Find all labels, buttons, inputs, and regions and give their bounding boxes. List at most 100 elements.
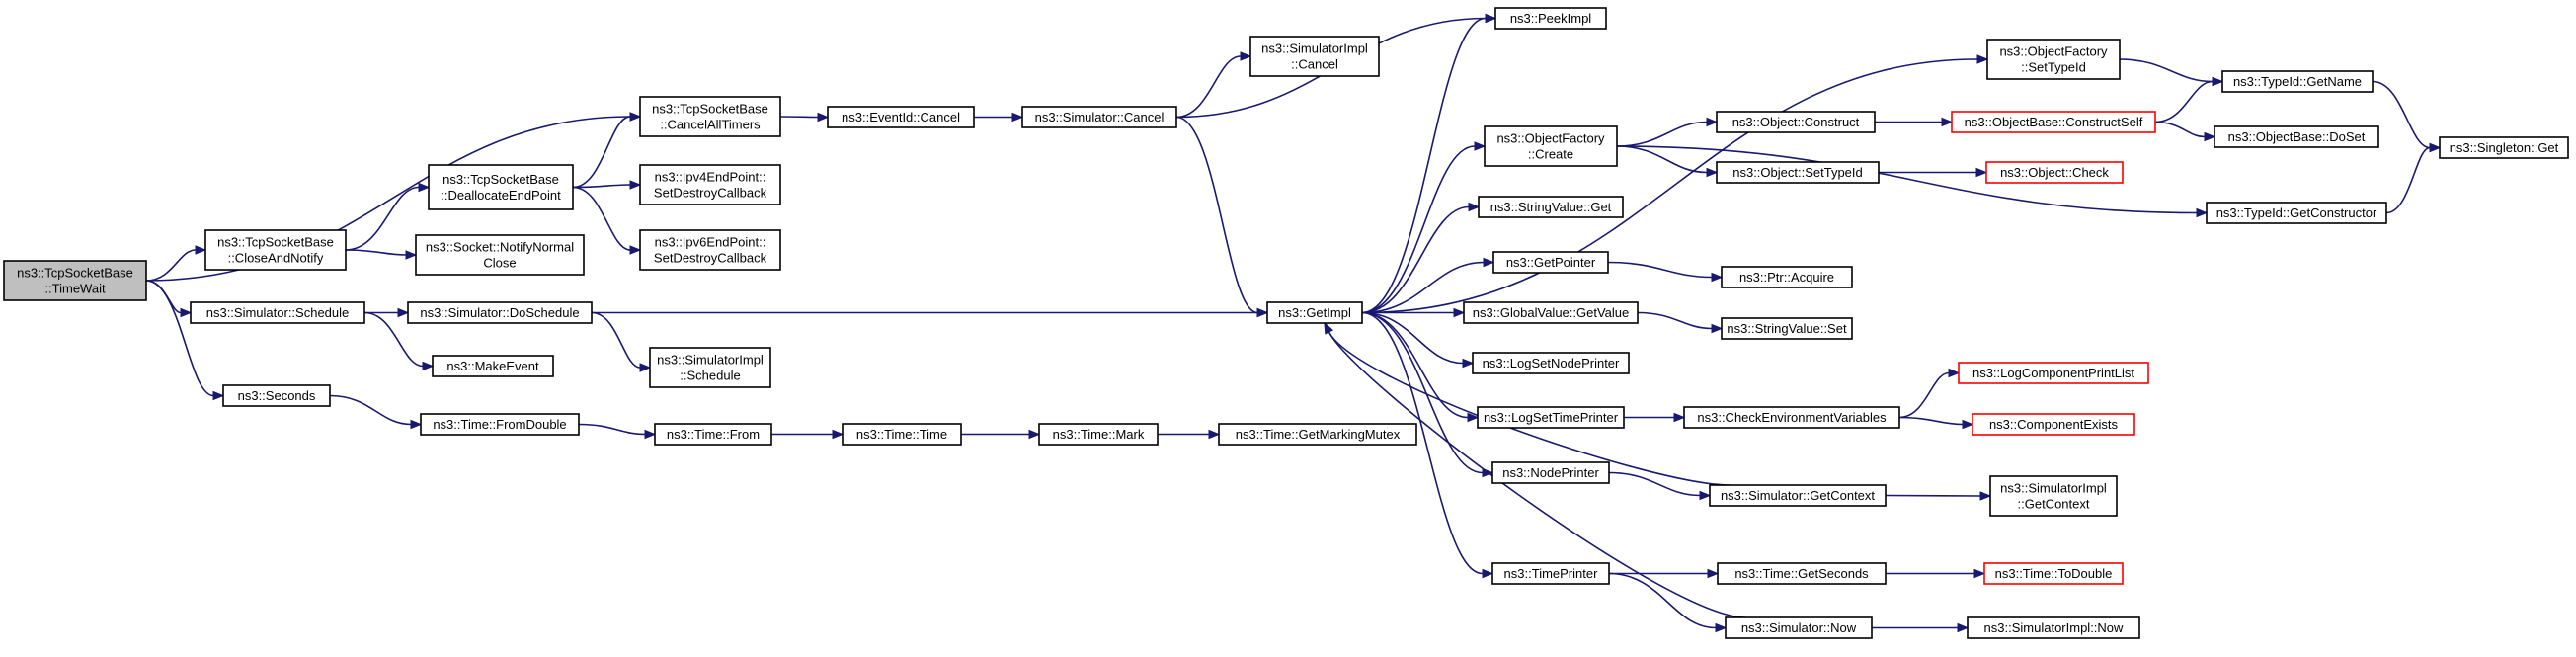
node-timemark[interactable]: ns3::Time::Mark: [1038, 423, 1159, 446]
node-simimplcancel[interactable]: ns3::SimulatorImpl::Cancel: [1249, 36, 1380, 77]
edge-simcancel-to-simimplcancel: [1175, 51, 1252, 119]
arrowhead: [1948, 368, 1961, 378]
node-label: ns3::TcpSocketBase: [652, 102, 768, 117]
node-typeidgetname[interactable]: ns3::TypeId::GetName: [2221, 70, 2374, 93]
node-objectsettypeid[interactable]: ns3::Object::SetTypeId: [1716, 161, 1880, 184]
edge-line: [1361, 145, 1476, 314]
node-componentexists[interactable]: ns3::ComponentExists: [1972, 413, 2135, 436]
node-seconds[interactable]: ns3::Seconds: [222, 384, 331, 407]
node-ipv4endpoint[interactable]: ns3::Ipv4EndPoint::SetDestroyCallback: [639, 164, 781, 205]
node-closeandnotify[interactable]: ns3::TcpSocketBase::CloseAndNotify: [204, 229, 347, 271]
node-box: [1472, 352, 1630, 374]
node-simimplgetcontext[interactable]: ns3::SimulatorImpl::GetContext: [1989, 475, 2118, 517]
node-simnow[interactable]: ns3::Simulator::Now: [1725, 616, 1873, 639]
edge-cancelalltimers-to-eventidcancel: [779, 112, 830, 123]
node-label: ::DeallocateEndPoint: [441, 188, 561, 203]
edge-line: [1328, 331, 1746, 618]
node-timefrom[interactable]: ns3::Time::From: [654, 423, 772, 446]
node-label: ns3::Simulator::Cancel: [1035, 110, 1165, 124]
node-peekimpl[interactable]: ns3::PeekImpl: [1494, 7, 1607, 30]
edge-schedule-to-makeevent: [363, 311, 435, 371]
arrowhead: [1324, 321, 1333, 335]
node-timegetseconds[interactable]: ns3::Time::GetSeconds: [1717, 562, 1887, 585]
edge-simnow-to-getimpl: [1324, 321, 1746, 618]
node-label: ns3::Simulator::DoSchedule: [420, 305, 579, 320]
edge-objectconstruct-to-objbaseconstructself: [1875, 117, 1954, 127]
node-label: ns3::SimulatorImpl: [657, 353, 764, 368]
edge-timeprinter-to-timegetseconds: [1609, 568, 1720, 579]
edge-checkenvvars-to-logcompprintlist: [1898, 368, 1961, 419]
edge-timefrom-to-timetime: [771, 429, 845, 440]
edge-typeidgetname-to-singletonget: [2372, 80, 2442, 153]
node-ptracquire[interactable]: ns3::Ptr::Acquire: [1721, 266, 1853, 288]
node-typeidgetconstructor[interactable]: ns3::TypeId::GetConstructor: [2206, 202, 2387, 224]
node-stringvalueset[interactable]: ns3::StringValue::Set: [1721, 317, 1853, 340]
node-ipv6endpoint[interactable]: ns3::Ipv6EndPoint::SetDestroyCallback: [639, 229, 781, 271]
node-objectcheck[interactable]: ns3::Object::Check: [1985, 161, 2124, 184]
node-box: [1021, 106, 1177, 128]
node-objbaseconstructself[interactable]: ns3::ObjectBase::ConstructSelf: [1951, 111, 2156, 133]
arrowhead: [1673, 412, 1686, 423]
node-label: ns3::TcpSocketBase: [217, 235, 334, 250]
arrowhead: [1973, 568, 1986, 579]
node-box: [190, 301, 365, 324]
node-nodeprinter[interactable]: ns3::NodePrinter: [1491, 461, 1610, 484]
edge-closeandnotify-to-deallocateendpoint: [345, 182, 431, 251]
node-makeevent[interactable]: ns3::MakeEvent: [432, 355, 554, 377]
edge-deallocateendpoint-to-cancelalltimers: [572, 112, 642, 189]
node-label: ns3::TimePrinter: [1504, 566, 1599, 581]
node-timetodouble[interactable]: ns3::Time::ToDouble: [1983, 562, 2124, 585]
node-timeprinter[interactable]: ns3::TimePrinter: [1491, 562, 1610, 585]
edge-timewait-to-closeandnotify: [145, 245, 207, 282]
node-label: ns3::SimulatorImpl: [2000, 481, 2107, 496]
node-label: ns3::Time::Time: [856, 427, 947, 442]
node-box: [2206, 202, 2387, 224]
node-label: ::TimeWait: [44, 282, 106, 296]
node-stringvalueget[interactable]: ns3::StringValue::Get: [1478, 196, 1624, 218]
arrowhead: [2204, 131, 2216, 142]
node-schedule[interactable]: ns3::Simulator::Schedule: [190, 301, 365, 324]
node-logsetnodeprinter[interactable]: ns3::LogSetNodePrinter: [1472, 352, 1630, 374]
node-getpointer[interactable]: ns3::GetPointer: [1492, 251, 1609, 274]
edge-line: [363, 311, 424, 368]
arrowhead: [1468, 202, 1481, 212]
node-logcompprintlist[interactable]: ns3::LogComponentPrintList: [1958, 362, 2149, 384]
node-timewait[interactable]: ns3::TcpSocketBase::TimeWait: [3, 260, 147, 301]
node-simcancel[interactable]: ns3::Simulator::Cancel: [1021, 106, 1177, 128]
edge-line: [1885, 494, 1981, 497]
edge-getimpl-to-logsettimeprinter: [1361, 311, 1480, 423]
node-label: ns3::ObjectFactory: [1999, 44, 2108, 59]
node-simgetcontext[interactable]: ns3::Simulator::GetContext: [1709, 484, 1887, 507]
node-objfactorycreate[interactable]: ns3::ObjectFactory::Create: [1484, 125, 1618, 167]
edge-line: [2154, 80, 2214, 123]
node-label: ns3::Simulator::GetContext: [1721, 488, 1875, 503]
node-cancelalltimers[interactable]: ns3::TcpSocketBase::CancelAllTimers: [639, 96, 781, 137]
node-timetime[interactable]: ns3::Time::Time: [842, 423, 962, 446]
node-label: ns3::MakeEvent: [446, 359, 539, 373]
node-objbasedoset[interactable]: ns3::ObjectBase::DoSet: [2214, 125, 2379, 148]
arrowhead: [195, 245, 207, 255]
node-simimplschedule[interactable]: ns3::SimulatorImpl::Schedule: [649, 347, 771, 388]
node-objectconstruct[interactable]: ns3::Object::Construct: [1716, 111, 1876, 133]
node-logsettimeprinter[interactable]: ns3::LogSetTimePrinter: [1477, 406, 1625, 429]
edge-line: [2372, 80, 2431, 149]
node-simimplnow[interactable]: ns3::SimulatorImpl::Now: [1967, 616, 2140, 639]
node-fromdouble[interactable]: ns3::Time::FromDouble: [420, 413, 580, 436]
node-objfactorysettypeid[interactable]: ns3::ObjectFactory::SetTypeId: [1986, 39, 2121, 80]
node-singletonget[interactable]: ns3::Singleton::Get: [2439, 136, 2569, 159]
node-getimpl[interactable]: ns3::GetImpl: [1266, 301, 1363, 324]
node-getmarkingmutex[interactable]: ns3::Time::GetMarkingMutex: [1218, 423, 1417, 446]
edge-getimpl-to-objfactorycreate: [1361, 141, 1487, 314]
node-deallocateendpoint[interactable]: ns3::TcpSocketBase::DeallocateEndPoint: [428, 164, 574, 210]
node-label: ns3::Time::From: [667, 427, 760, 442]
node-box: [428, 164, 574, 210]
node-box: [1683, 406, 1900, 429]
node-eventidcancel[interactable]: ns3::EventId::Cancel: [827, 106, 975, 128]
node-checkenvvars[interactable]: ns3::CheckEnvironmentVariables: [1683, 406, 1900, 429]
edge-line: [1361, 311, 1484, 474]
node-globalvaluegetvalue[interactable]: ns3::GlobalValue::GetValue: [1463, 301, 1639, 324]
node-doschedule[interactable]: ns3::Simulator::DoSchedule: [407, 301, 593, 324]
edge-line: [1616, 145, 2198, 214]
edge-nodeprinter-to-simgetcontext: [1608, 471, 1712, 501]
